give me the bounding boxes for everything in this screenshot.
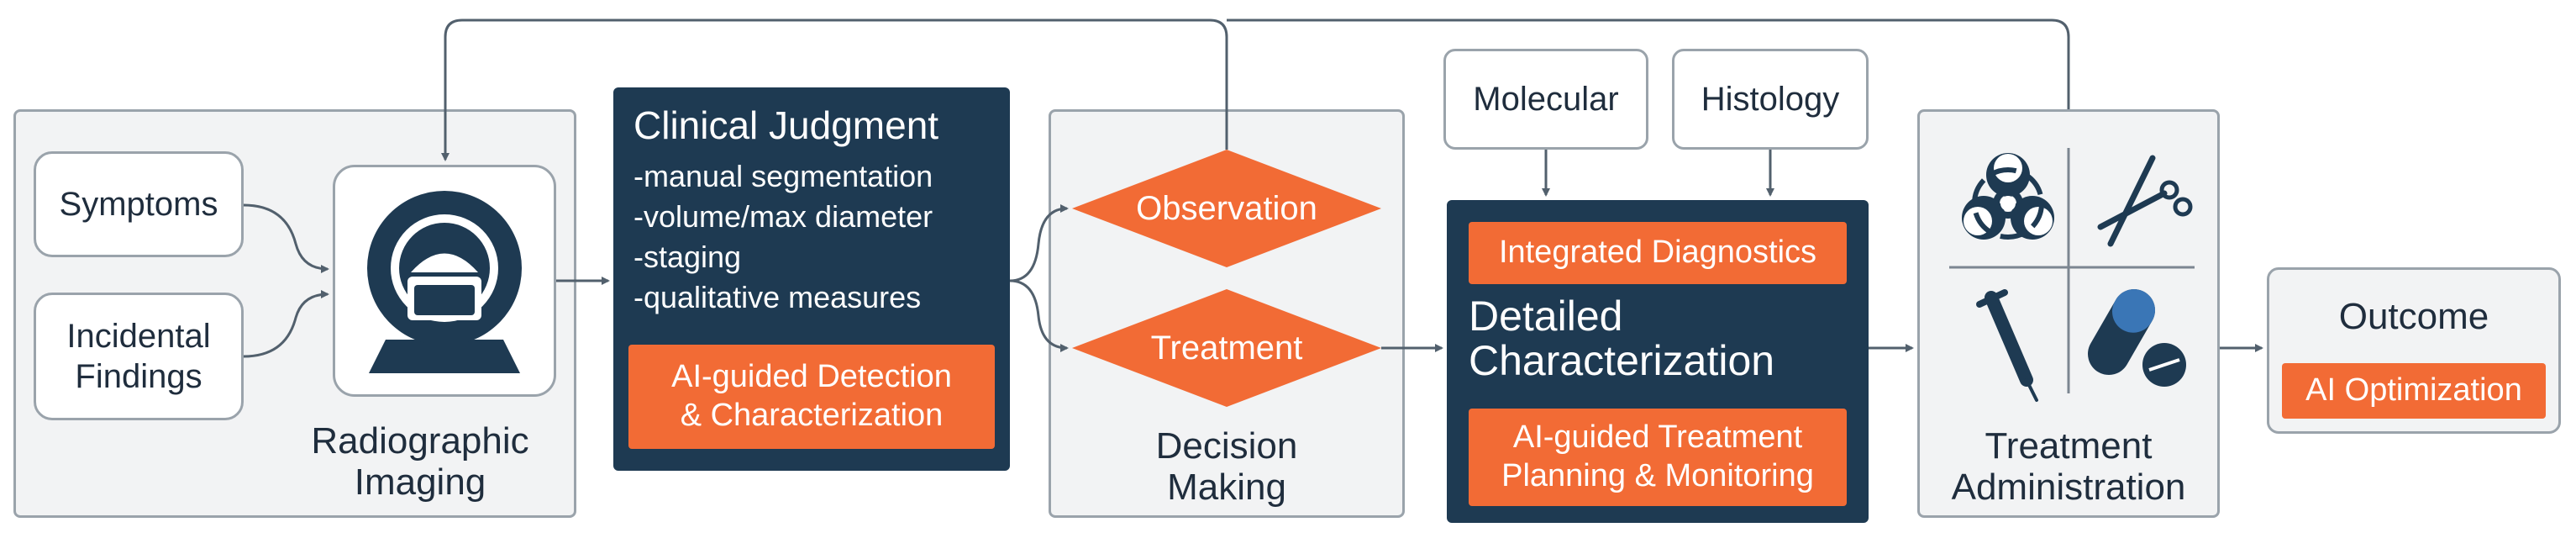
clinical-judgment-box: Clinical Judgment -manual segmentation -… — [613, 87, 1010, 471]
scanner-box — [333, 165, 556, 397]
observation-diamond — [1072, 150, 1381, 267]
incidental-findings-label: Incidental Findings — [66, 318, 211, 395]
arrow-incidental-to-imaging — [243, 290, 329, 358]
pills-icon — [2088, 289, 2186, 387]
integrated-diagnostics-badge: Integrated Diagnostics — [1469, 222, 1847, 284]
treatment-label: Treatment — [1150, 329, 1303, 367]
incidental-findings-box: Incidental Findings — [34, 293, 244, 420]
symptoms-box: Symptoms — [34, 151, 244, 257]
clinical-bullet-item: -qualitative measures — [633, 280, 922, 314]
mri-scanner-icon — [367, 191, 522, 373]
ai-detection-label: AI-guided Detection & Characterization — [671, 359, 952, 433]
treatment-diamond — [1072, 289, 1381, 407]
decision-label: Decision Making — [1155, 425, 1298, 509]
histology-box: Histology — [1672, 49, 1869, 150]
ai-detection-badge: AI-guided Detection & Characterization — [628, 345, 995, 449]
histology-label: Histology — [1701, 81, 1840, 118]
molecular-label: Molecular — [1473, 81, 1619, 118]
ai-treatment-planning-badge: AI-guided Treatment Planning & Monitorin… — [1469, 409, 1847, 506]
molecular-box: Molecular — [1443, 49, 1648, 150]
clinical-judgment-title: Clinical Judgment — [633, 103, 939, 147]
syringe-icon — [1976, 289, 2038, 402]
characterization-box: Integrated Diagnostics Detailed Characte… — [1447, 200, 1869, 523]
feedback-administration-to-imaging — [1227, 18, 2070, 109]
feedback-observation-to-imaging — [441, 18, 1228, 161]
integrated-diagnostics-label: Integrated Diagnostics — [1498, 235, 1817, 271]
clinical-bullet-list: -manual segmentation -volume/max diamete… — [633, 156, 933, 318]
arrow-clinical-to-observation — [1009, 204, 1069, 282]
scalpel-scissors-icon — [2097, 155, 2193, 247]
observation-label: Observation — [1136, 189, 1317, 227]
clinical-bullet-item: -staging — [633, 240, 742, 274]
clinical-bullet-item: -manual segmentation — [633, 159, 933, 193]
arrow-symptoms-to-imaging — [243, 203, 329, 273]
arrow-clinical-to-treatment — [1009, 279, 1069, 352]
characterization-title: Detailed Characterization — [1469, 293, 1775, 384]
ai-optimization-label: AI Optimization — [2305, 372, 2522, 409]
outcome-title: Outcome — [2338, 296, 2489, 337]
biohazard-icon — [1962, 153, 2054, 240]
clinical-bullet-item: -volume/max diameter — [633, 199, 933, 234]
ai-treatment-planning-label: AI-guided Treatment Planning & Monitorin… — [1501, 419, 1814, 493]
symptoms-label: Symptoms — [59, 186, 218, 223]
administration-label: Treatment Administration — [1951, 425, 2186, 509]
ai-optimization-badge: AI Optimization — [2282, 363, 2546, 419]
imaging-label: Radiographic Imaging — [311, 420, 529, 504]
